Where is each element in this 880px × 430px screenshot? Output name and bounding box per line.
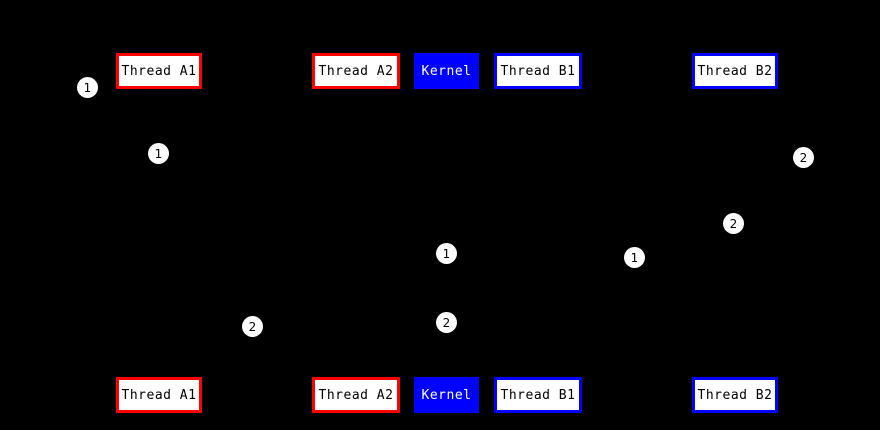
participant-label: Thread B1 — [500, 63, 576, 79]
lifeline-thread-a1 — [159, 89, 160, 377]
step-badge-label: 1 — [154, 146, 163, 161]
participant-top-thread-a2[interactable]: Thread A2 — [312, 53, 400, 89]
step-badge-label: 1 — [442, 246, 451, 261]
step-badge-label: 1 — [630, 250, 639, 265]
step-badge: 2 — [793, 147, 814, 168]
participant-label: Kernel — [421, 63, 472, 79]
participant-label: Thread B2 — [697, 63, 773, 79]
step-badge: 1 — [77, 77, 98, 98]
step-badge-label: 2 — [729, 216, 738, 231]
step-badge: 2 — [436, 312, 457, 333]
participant-bottom-thread-a2[interactable]: Thread A2 — [312, 377, 400, 413]
lifeline-kernel — [446, 89, 447, 377]
step-badge: 1 — [148, 143, 169, 164]
participant-bottom-thread-b2[interactable]: Thread B2 — [692, 377, 778, 413]
participant-bottom-kernel[interactable]: Kernel — [414, 377, 479, 413]
participant-label: Kernel — [421, 387, 472, 403]
step-badge-label: 1 — [83, 80, 92, 95]
step-badge-label: 2 — [442, 315, 451, 330]
step-badge-label: 2 — [248, 319, 257, 334]
participant-top-kernel[interactable]: Kernel — [414, 53, 479, 89]
step-badge: 1 — [436, 243, 457, 264]
participant-label: Thread A2 — [318, 387, 394, 403]
step-badge-label: 2 — [799, 150, 808, 165]
participant-label: Thread B1 — [500, 387, 576, 403]
participant-label: Thread A1 — [121, 387, 197, 403]
participant-bottom-thread-a1[interactable]: Thread A1 — [116, 377, 202, 413]
step-badge: 1 — [624, 247, 645, 268]
participant-top-thread-b2[interactable]: Thread B2 — [692, 53, 778, 89]
lifeline-thread-a2 — [356, 89, 357, 377]
participant-bottom-thread-b1[interactable]: Thread B1 — [494, 377, 582, 413]
lifeline-thread-b1 — [538, 89, 539, 377]
step-badge: 2 — [242, 316, 263, 337]
participant-top-thread-a1[interactable]: Thread A1 — [116, 53, 202, 89]
step-badge: 2 — [723, 213, 744, 234]
participant-top-thread-b1[interactable]: Thread B1 — [494, 53, 582, 89]
participant-label: Thread A2 — [318, 63, 394, 79]
participant-label: Thread A1 — [121, 63, 197, 79]
participant-label: Thread B2 — [697, 387, 773, 403]
